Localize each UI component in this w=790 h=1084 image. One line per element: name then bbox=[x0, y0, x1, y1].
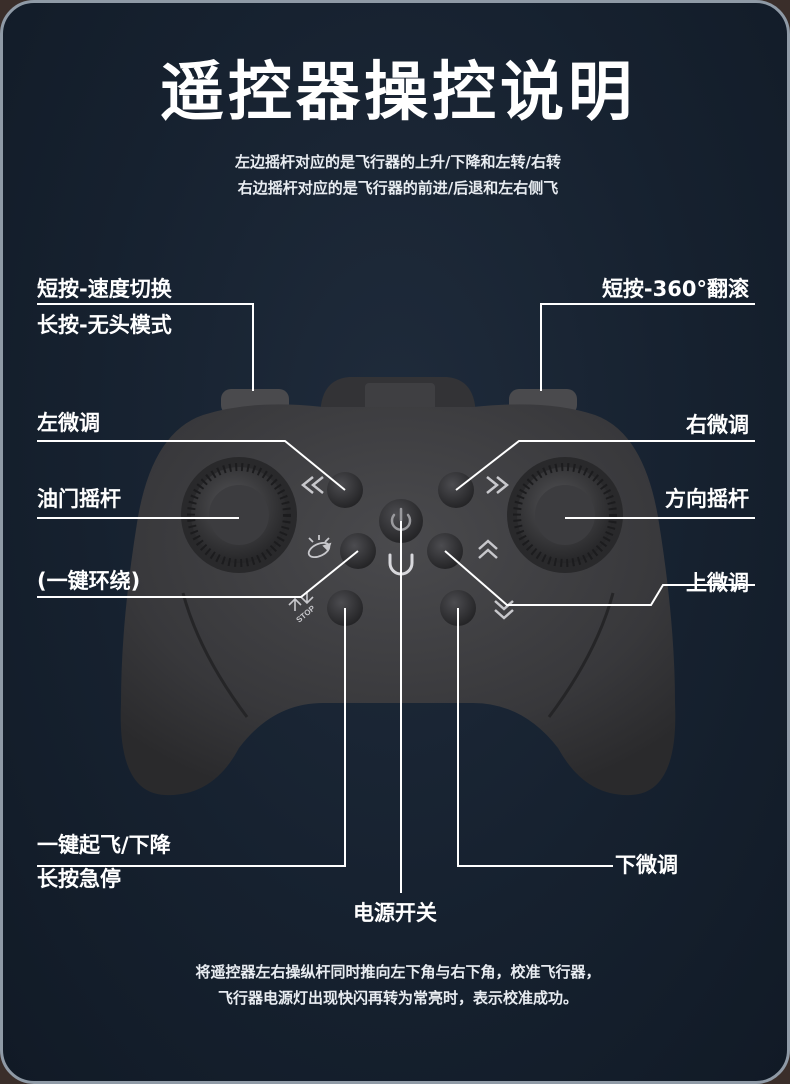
leader-loop bbox=[37, 550, 359, 598]
label-emergency-stop: 长按急停 bbox=[37, 867, 121, 891]
double-chevron-left-icon bbox=[300, 476, 324, 494]
leader-left-trim bbox=[37, 440, 346, 491]
double-chevron-up-icon bbox=[478, 539, 498, 559]
label-right-trim: 右微调 bbox=[686, 413, 749, 437]
leader-right-trim bbox=[455, 440, 755, 491]
label-takeoff: 一键起飞/下降 bbox=[37, 833, 171, 857]
leader-lines bbox=[37, 303, 755, 893]
label-throttle-stick: 油门摇杆 bbox=[37, 487, 121, 511]
intro-line-1: 左边摇杆对应的是飞行器的上升/下降和左转/右转 bbox=[235, 153, 561, 171]
label-headless-mode: 长按-无头模式 bbox=[37, 313, 172, 337]
label-direction-stick: 方向摇杆 bbox=[665, 487, 749, 511]
double-chevron-right-icon bbox=[486, 476, 510, 494]
double-chevron-down-icon bbox=[494, 600, 514, 620]
throttle-stick[interactable] bbox=[181, 457, 297, 573]
page-title: 遥控器操控说明 bbox=[160, 56, 636, 130]
controller-body bbox=[120, 404, 676, 796]
controller-diagram: STOP bbox=[37, 303, 755, 893]
orbit-drone-icon bbox=[307, 535, 332, 559]
label-up-trim: 上微调 bbox=[686, 571, 749, 595]
leader-top-right bbox=[540, 303, 755, 391]
intro-line-2: 右边摇杆对应的是飞行器的前进/后退和左右侧飞 bbox=[237, 179, 559, 197]
footer-line-1: 将遥控器左右操纵杆同时推向左下角与右下角，校准飞行器， bbox=[195, 963, 601, 981]
leader-top-left bbox=[37, 303, 254, 391]
footer-line-2: 飞行器电源灯出现快闪再转为常亮时，表示校准成功。 bbox=[217, 989, 578, 1007]
label-down-trim: 下微调 bbox=[615, 853, 678, 877]
label-one-key-loop: (一键环绕) bbox=[37, 569, 141, 593]
label-speed-switch: 短按-速度切换 bbox=[37, 277, 172, 301]
leader-up-trim bbox=[444, 550, 755, 606]
direction-stick[interactable] bbox=[507, 457, 623, 573]
label-power-switch: 电源开关 bbox=[353, 901, 437, 925]
leader-takeoff bbox=[37, 608, 346, 867]
leader-down-trim bbox=[457, 608, 613, 867]
label-left-trim: 左微调 bbox=[37, 411, 100, 435]
label-flip: 短按-360°翻滚 bbox=[601, 277, 749, 301]
